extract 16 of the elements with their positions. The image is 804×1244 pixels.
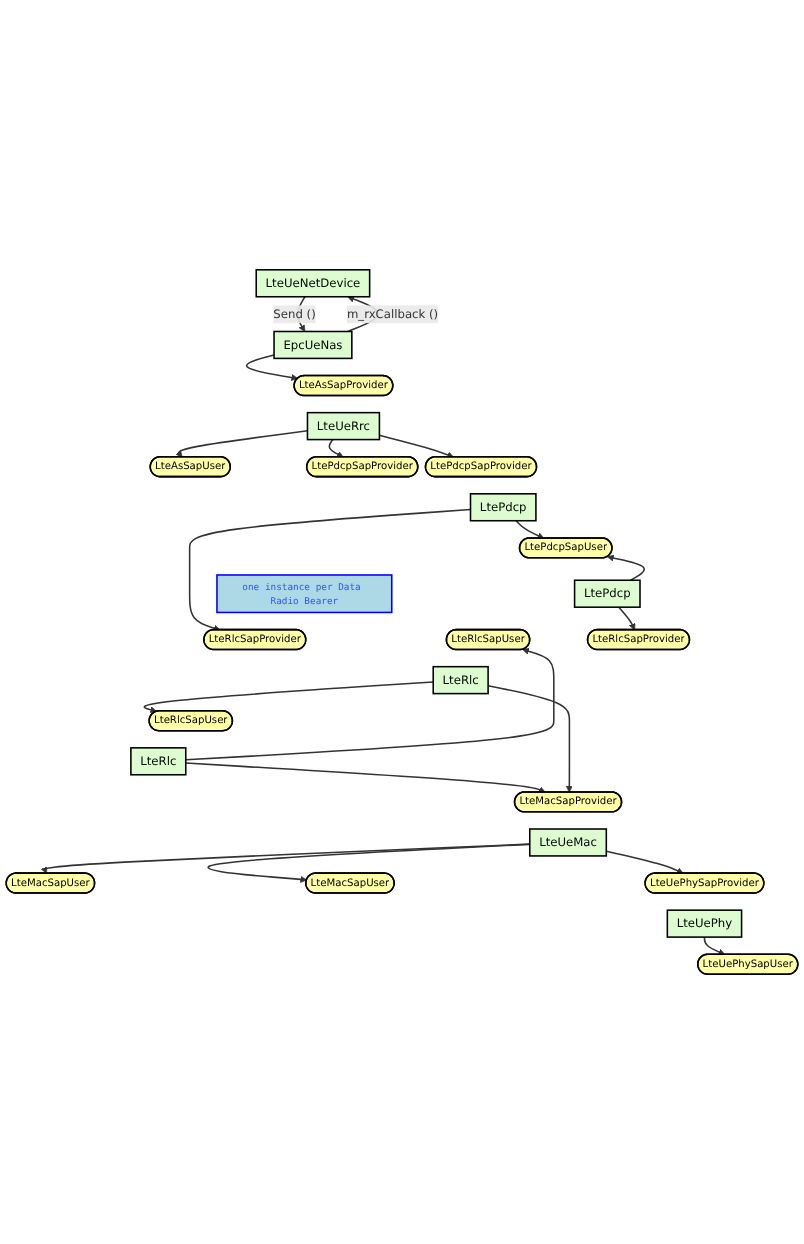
arrow	[607, 554, 645, 582]
arrow	[703, 936, 726, 956]
arrow	[618, 606, 636, 631]
arrow	[515, 519, 545, 539]
arrow	[207, 843, 531, 883]
arrow	[185, 762, 546, 793]
arrow	[605, 850, 684, 874]
arrow	[188, 508, 472, 632]
arrow	[487, 684, 573, 793]
arrow	[175, 430, 309, 458]
arrow	[185, 647, 555, 761]
arrow	[328, 438, 344, 458]
arrow	[378, 434, 454, 459]
arrow	[245, 354, 299, 381]
arrow	[143, 681, 434, 714]
arrow	[40, 843, 531, 874]
